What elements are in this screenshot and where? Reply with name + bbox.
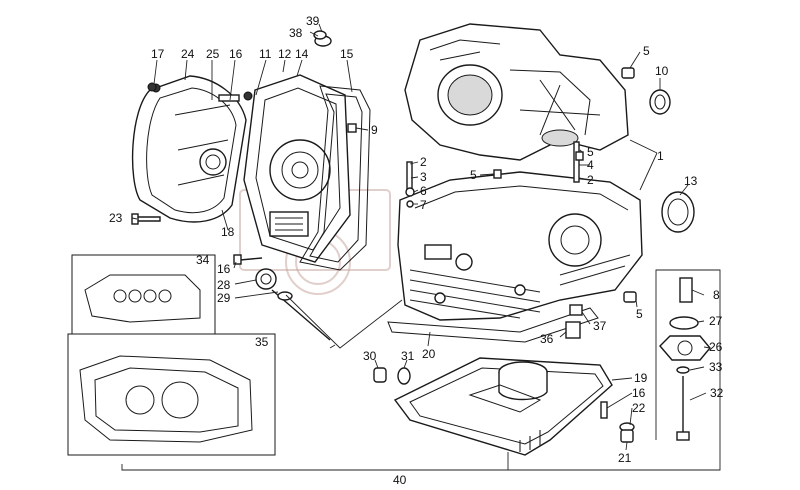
callout-39: 39 (306, 14, 320, 28)
callout-1: 1 (657, 149, 664, 163)
callout-12: 12 (278, 47, 292, 61)
callout-5-mid: 5 (470, 168, 477, 182)
upper-crankcase (404, 23, 629, 161)
callout-22: 22 (632, 401, 646, 415)
callout-32: 32 (710, 386, 724, 400)
callout-20: 20 (422, 347, 436, 361)
timing-cover (243, 74, 351, 263)
callout-37: 37 (593, 319, 607, 333)
callout-3: 3 (420, 170, 427, 184)
outer-side-cover (131, 75, 247, 223)
callout-6: 6 (420, 184, 427, 198)
callout-25: 25 (206, 47, 220, 61)
callout-9: 9 (371, 123, 378, 137)
oil-pan-gasket (387, 307, 599, 343)
callout-13: 13 (684, 174, 698, 188)
callout-23: 23 (109, 211, 123, 225)
callout-labels: 39 38 17 24 25 16 11 12 14 15 5 10 9 2 3… (109, 14, 724, 487)
callout-38: 38 (289, 26, 303, 40)
callout-24: 24 (181, 47, 195, 61)
callout-33: 33 (709, 360, 723, 374)
callout-34: 34 (196, 253, 210, 267)
callout-19: 19 (634, 371, 648, 385)
callout-7: 7 (420, 198, 427, 212)
oil-pan (393, 357, 613, 456)
callout-35: 35 (255, 335, 269, 349)
callout-5-right: 5 (587, 145, 594, 159)
cover-gasket (299, 85, 371, 271)
callout-27: 27 (709, 314, 723, 328)
callout-5-top: 5 (643, 44, 650, 58)
callout-2: 2 (420, 155, 427, 169)
callout-31: 31 (401, 349, 415, 363)
callout-4: 4 (587, 158, 594, 172)
callout-16: 16 (229, 47, 243, 61)
callout-36: 36 (540, 332, 554, 346)
gasket-kit-box-34 (71, 254, 216, 335)
callout-14: 14 (295, 47, 309, 61)
gasket-kit-box-35 (67, 333, 276, 456)
callout-11: 11 (259, 47, 272, 61)
callout-5-lower: 5 (636, 307, 643, 321)
lower-crankcase (397, 171, 643, 321)
callout-16-lower: 16 (632, 386, 646, 400)
callout-40: 40 (393, 473, 407, 487)
callout-29: 29 (217, 291, 231, 305)
callout-16-left: 16 (217, 262, 231, 276)
callout-10: 10 (655, 64, 669, 78)
callout-8: 8 (713, 288, 720, 302)
callout-26: 26 (709, 340, 723, 354)
callout-18: 18 (221, 225, 235, 239)
callout-15: 15 (340, 47, 354, 61)
callout-28: 28 (217, 278, 231, 292)
callout-30: 30 (363, 349, 377, 363)
callout-17: 17 (151, 47, 165, 61)
callout-21: 21 (618, 451, 632, 465)
callout-2-right: 2 (587, 173, 594, 187)
leader-lines (121, 23, 721, 471)
